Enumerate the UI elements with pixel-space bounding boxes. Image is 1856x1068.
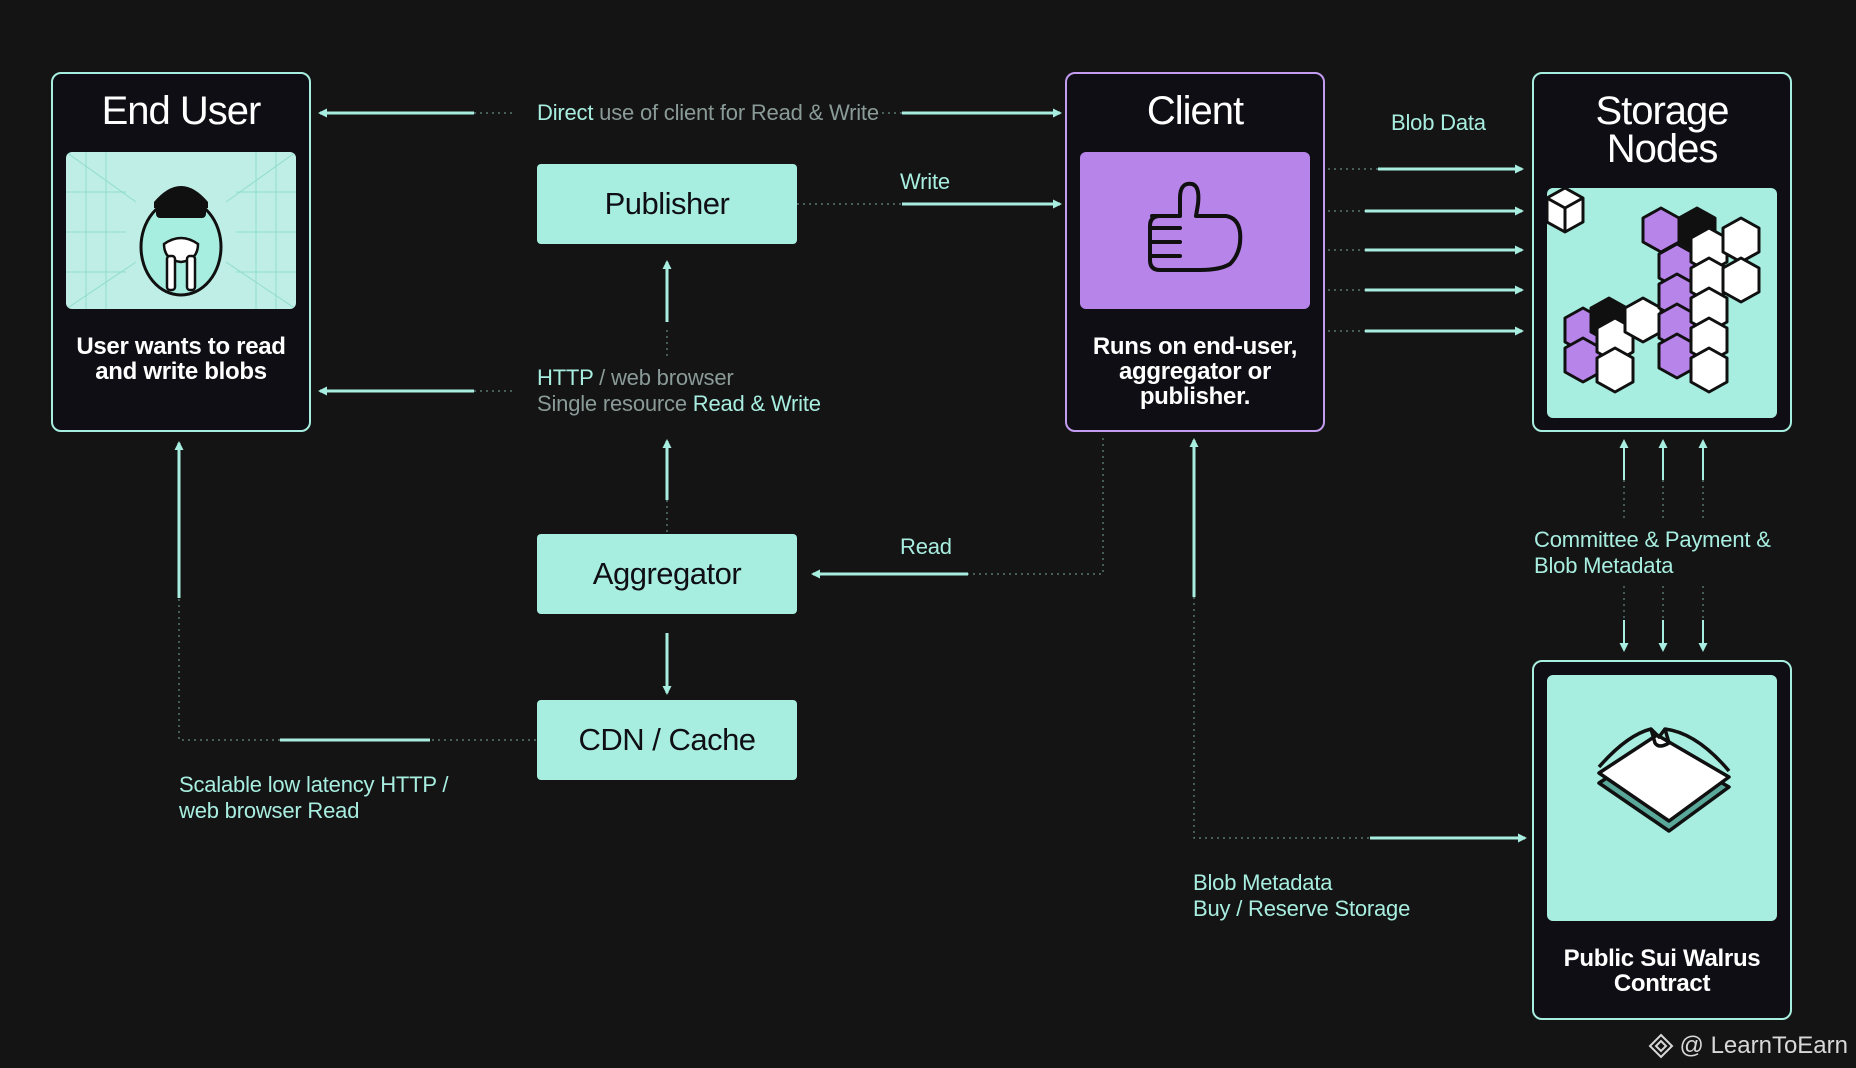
single-resource-rest: Single resource [537,391,693,416]
single-resource-emph: Read & Write [692,391,821,416]
direct-label-rest: use of client for Read & Write [593,100,879,125]
edge-blob-data [1322,164,1524,336]
end-user-title: End User [101,89,262,133]
storage-nodes-title: Storage Nodes [1595,89,1729,171]
direct-label: Direct use of client for Read & Write [537,100,879,126]
end-user-description: User wants to read and write blobs [76,333,286,385]
scalable-label-line1: Scalable low latency HTTP / [179,772,449,797]
cdn-cache-box[interactable]: CDN / Cache [537,700,797,780]
committee-label-line1: Committee & Payment & [1534,527,1771,552]
aggregator-box[interactable]: Aggregator [537,534,797,614]
committee-label-line2: Blob Metadata [1534,553,1674,578]
storage-nodes-card: Storage Nodes [1532,72,1792,432]
read-label: Read [900,534,952,559]
diamond-logo-icon [1648,1033,1673,1059]
client-card: Client Runs on end-user, aggregator or p… [1065,72,1325,432]
walrus-illustration [66,152,296,309]
contract-description: Public Sui Walrus Contract [1563,945,1761,997]
single-resource-label: Single resource Read & Write [537,391,821,417]
http-label-emph: HTTP [537,365,594,390]
publisher-box[interactable]: Publisher [537,164,797,244]
end-user-card: End User User wants to read and write bl… [51,72,311,432]
contract-illustration [1547,675,1777,921]
thumbs-up-icon [1080,152,1310,309]
http-label-rest: / web browser [593,365,734,390]
contract-card: Public Sui Walrus Contract [1532,660,1792,1020]
direct-label-emph: Direct [537,100,594,125]
watermark: @ LearnToEarn [1648,1032,1848,1060]
watermark-text: @ LearnToEarn [1679,1032,1848,1059]
client-title: Client [1146,89,1244,133]
edge-committee [1619,439,1708,652]
http-label: HTTP / web browser [537,365,734,391]
blob-metadata-label-line2: Buy / Reserve Storage [1193,896,1411,921]
blob-data-label: Blob Data [1391,110,1486,135]
client-description: Runs on end-user, aggregator or publishe… [1092,333,1298,410]
scalable-label-line2: web browser Read [179,798,360,823]
storage-blocks-illustration [1547,188,1777,418]
write-label: Write [900,169,950,194]
blob-metadata-label-line1: Blob Metadata [1193,870,1333,895]
